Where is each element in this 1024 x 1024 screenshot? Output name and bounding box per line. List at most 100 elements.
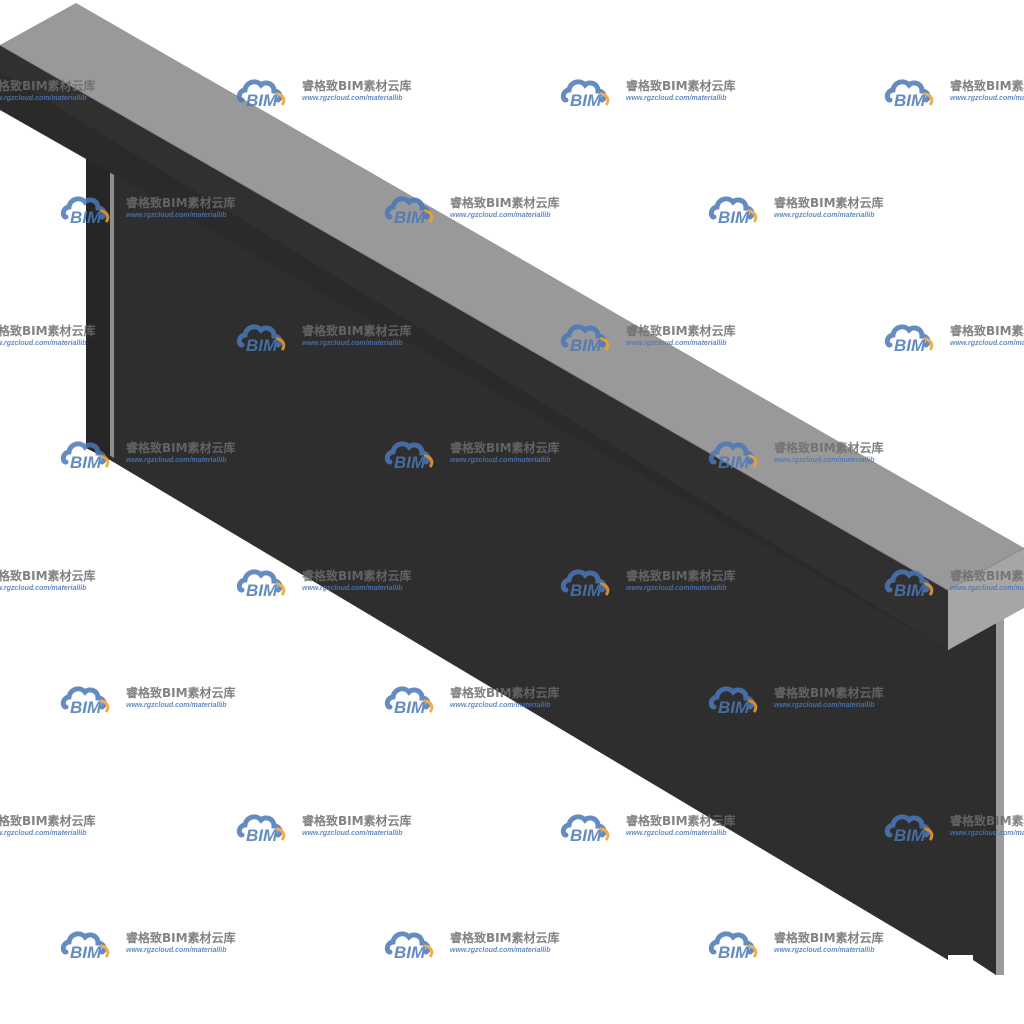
watermark-url: www.rgzcloud.com/materiallib bbox=[774, 457, 875, 464]
watermark-title: 睿格致BIM素材云库 bbox=[0, 813, 96, 828]
watermark-bim-logo-text: BIM bbox=[894, 826, 926, 845]
watermark: BIM睿格致BIM素材云库www.rgzcloud.com/materialli… bbox=[884, 323, 1024, 355]
cap-top-surface bbox=[0, 3, 1024, 590]
logo-swoosh-icon bbox=[599, 827, 610, 841]
logo-swoosh-icon bbox=[747, 209, 758, 223]
watermark-url: www.rgzcloud.com/materiallib bbox=[126, 457, 227, 464]
cloud-logo-icon bbox=[236, 79, 283, 103]
watermark-title: 睿格致BIM素材云库 bbox=[302, 568, 412, 583]
watermark-bim-logo-text: BIM bbox=[894, 91, 926, 110]
watermark-title: 睿格致BIM素材云库 bbox=[950, 323, 1024, 338]
wall-front-face bbox=[0, 72, 996, 975]
wall-bottom-notch bbox=[948, 955, 973, 965]
cloud-logo-icon bbox=[708, 196, 755, 220]
watermark-url: www.rgzcloud.com/materiallib bbox=[450, 702, 551, 709]
watermark: BIM睿格致BIM素材云库www.rgzcloud.com/materialli… bbox=[60, 440, 236, 472]
watermark-bim-logo-text: BIM bbox=[70, 943, 102, 962]
watermark-title: 睿格致BIM素材云库 bbox=[774, 685, 884, 700]
watermark-bim-logo-text: BIM bbox=[718, 208, 750, 227]
watermark-title: 睿格致BIM素材云库 bbox=[126, 685, 236, 700]
cloud-logo-icon bbox=[384, 441, 431, 465]
watermark-title: 睿格致BIM素材云库 bbox=[0, 323, 96, 338]
watermark-title: 睿格致BIM素材云库 bbox=[950, 813, 1024, 828]
logo-swoosh-icon bbox=[99, 944, 110, 958]
watermark-url: www.rgzcloud.com/materiallib bbox=[626, 830, 727, 837]
watermark: BIM睿格致BIM素材云库www.rgzcloud.com/materialli… bbox=[0, 813, 96, 837]
cloud-logo-icon bbox=[60, 931, 107, 955]
watermark-url: www.rgzcloud.com/materiallib bbox=[950, 585, 1024, 592]
wall-left-edge-strip bbox=[109, 165, 114, 458]
watermark-title: 睿格致BIM素材云库 bbox=[302, 323, 412, 338]
watermark: BIM睿格致BIM素材云库www.rgzcloud.com/materialli… bbox=[0, 323, 96, 347]
logo-swoosh-icon bbox=[923, 827, 934, 841]
watermark-bim-logo-text: BIM bbox=[894, 581, 926, 600]
logo-swoosh-icon bbox=[747, 454, 758, 468]
cloud-logo-icon bbox=[236, 814, 283, 838]
watermark-bim-logo-text: BIM bbox=[70, 208, 102, 227]
cloud-logo-icon bbox=[60, 441, 107, 465]
cloud-logo-icon bbox=[236, 324, 283, 348]
logo-swoosh-icon bbox=[275, 337, 286, 351]
cloud-logo-icon bbox=[560, 814, 607, 838]
watermark-url: www.rgzcloud.com/materiallib bbox=[450, 212, 551, 219]
logo-swoosh-icon bbox=[599, 582, 610, 596]
watermark: BIM睿格致BIM素材云库www.rgzcloud.com/materialli… bbox=[560, 568, 736, 600]
logo-swoosh-icon bbox=[599, 337, 610, 351]
cap-right-end bbox=[948, 548, 1024, 650]
watermark-title: 睿格致BIM素材云库 bbox=[126, 930, 236, 945]
watermark-url: www.rgzcloud.com/materiallib bbox=[0, 585, 87, 592]
watermark-bim-logo-text: BIM bbox=[394, 943, 426, 962]
watermark-title: 睿格致BIM素材云库 bbox=[626, 323, 736, 338]
logo-swoosh-icon bbox=[923, 92, 934, 106]
watermark: BIM睿格致BIM素材云库www.rgzcloud.com/materialli… bbox=[384, 440, 560, 472]
watermark-url: www.rgzcloud.com/materiallib bbox=[302, 585, 403, 592]
logo-swoosh-icon bbox=[99, 454, 110, 468]
watermark-bim-logo-text: BIM bbox=[394, 208, 426, 227]
watermark-bim-logo-text: BIM bbox=[394, 453, 426, 472]
watermark-title: 睿格致BIM素材云库 bbox=[450, 195, 560, 210]
watermark-url: www.rgzcloud.com/materiallib bbox=[302, 95, 403, 102]
watermark: BIM睿格致BIM素材云库www.rgzcloud.com/materialli… bbox=[560, 323, 736, 355]
watermark: BIM睿格致BIM素材云库www.rgzcloud.com/materialli… bbox=[236, 568, 412, 600]
logo-swoosh-icon bbox=[423, 699, 434, 713]
watermark: BIM睿格致BIM素材云库www.rgzcloud.com/materialli… bbox=[0, 78, 96, 102]
watermark: BIM 睿格致BIM素材云库 www.rgzcloud.com/materialli… bbox=[384, 195, 560, 227]
watermark-title: 睿格致BIM素材云库 bbox=[302, 813, 412, 828]
cap-top-edge-line bbox=[0, 44, 1024, 591]
watermark-title: 睿格致BIM素材云库 bbox=[0, 78, 96, 93]
logo-swoosh-icon bbox=[275, 92, 286, 106]
watermark-bim-logo-text: BIM bbox=[70, 453, 102, 472]
watermark: BIM睿格致BIM素材云库www.rgzcloud.com/materialli… bbox=[884, 568, 1024, 600]
cloud-logo-icon bbox=[884, 324, 931, 348]
watermark-bim-logo-text: BIM bbox=[570, 581, 602, 600]
watermark-url: www.rgzcloud.com/materiallib bbox=[626, 95, 727, 102]
watermark-url: www.rgzcloud.com/materiallib bbox=[302, 340, 403, 347]
logo-swoosh-icon bbox=[747, 699, 758, 713]
watermark-url: www.rgzcloud.com/materiallib bbox=[774, 947, 875, 954]
watermark-title: 睿格致BIM素材云库 bbox=[774, 440, 884, 455]
watermark-url: www.rgzcloud.com/materiallib bbox=[774, 212, 875, 219]
watermark-title: 睿格致BIM素材云库 bbox=[450, 440, 560, 455]
wall-model bbox=[0, 3, 1024, 975]
watermark: BIM睿格致BIM素材云库www.rgzcloud.com/materialli… bbox=[708, 195, 884, 227]
logo-swoosh-icon bbox=[599, 92, 610, 106]
watermark-url: www.rgzcloud.com/materiallib bbox=[126, 702, 227, 709]
watermark-url: www.rgzcloud.com/materiallib bbox=[450, 947, 551, 954]
watermark-url: www.rgzcloud.com/materiallib bbox=[0, 830, 87, 837]
cloud-logo-icon bbox=[560, 569, 607, 593]
logo-swoosh-icon bbox=[275, 582, 286, 596]
watermark-bim-logo-text: BIM bbox=[570, 91, 602, 110]
cloud-logo-icon bbox=[884, 79, 931, 103]
cloud-logo-icon bbox=[384, 931, 431, 955]
watermark-bim-logo-text: BIM bbox=[394, 698, 426, 717]
watermark-bim-logo-text: BIM bbox=[718, 698, 750, 717]
cloud-logo-icon bbox=[708, 441, 755, 465]
watermark-title: 睿格致BIM素材云库 bbox=[626, 813, 736, 828]
watermark: BIM睿格致BIM素材云库www.rgzcloud.com/materialli… bbox=[384, 930, 560, 962]
watermark: BIM睿格致BIM素材云库www.rgzcloud.com/materialli… bbox=[236, 78, 412, 110]
logo-swoosh-icon bbox=[423, 454, 434, 468]
watermark: BIM睿格致BIM素材云库www.rgzcloud.com/materialli… bbox=[884, 813, 1024, 845]
watermark-bim-logo-text: BIM bbox=[570, 336, 602, 355]
watermark-url: www.rgzcloud.com/materiallib bbox=[950, 95, 1024, 102]
watermark-url: www.rgzcloud.com/materiallib bbox=[126, 947, 227, 954]
